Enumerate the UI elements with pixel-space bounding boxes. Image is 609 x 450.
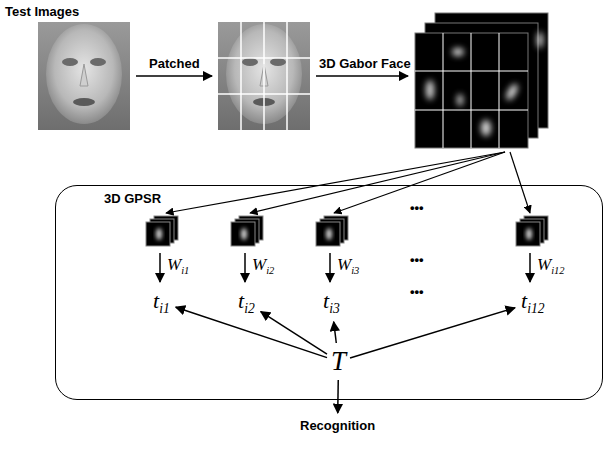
connector-arrow [334, 322, 337, 343]
math-text: ti3 [323, 288, 340, 317]
ellipsis-mark: ••• [410, 200, 424, 215]
patch-stack [316, 216, 348, 246]
step-label: 3D Gabor Face [319, 56, 411, 71]
feature-term: ti1 [150, 286, 173, 319]
patch-stack [146, 216, 178, 246]
gpsr-region: 3D GPSR ti1 ti2 ti3 ti12T [55, 185, 603, 400]
patch-stack [231, 216, 263, 246]
connector-arrow [261, 312, 327, 355]
math-text: ti2 [238, 288, 255, 317]
patch-stack [516, 216, 548, 246]
math-text: ti12 [521, 288, 545, 317]
template-symbol: T [328, 344, 349, 379]
weight-label: Wi1 [167, 255, 189, 276]
output-label: Recognition [297, 416, 378, 435]
ellipsis-mark: ••• [410, 252, 424, 267]
region-heading: 3D GPSR [104, 191, 161, 206]
output-text: Recognition [300, 418, 375, 433]
heading-label: Test Images [5, 4, 79, 19]
feature-term: ti12 [518, 286, 548, 319]
ellipsis-mark: ••• [410, 284, 424, 299]
math-text: T [331, 346, 346, 377]
feature-term: ti2 [235, 286, 258, 319]
connector-arrow [337, 380, 339, 413]
weight-label: Wi3 [337, 255, 359, 276]
weight-label: Wi2 [252, 255, 274, 276]
step-label: Patched [149, 56, 200, 71]
connector-arrow [350, 308, 515, 358]
math-text: ti1 [153, 288, 170, 317]
feature-term: ti3 [320, 286, 343, 319]
weight-label: Wi12 [537, 255, 565, 276]
